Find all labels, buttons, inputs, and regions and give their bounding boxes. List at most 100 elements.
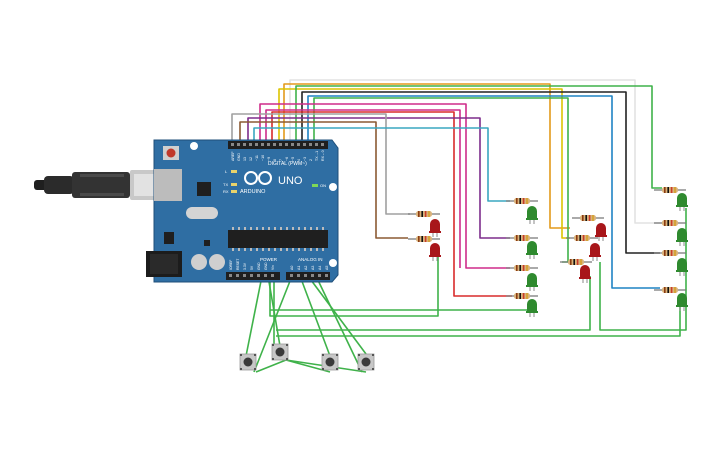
analog-pin-5[interactable] (325, 274, 328, 277)
resistor[interactable] (654, 287, 686, 293)
red-led-icon[interactable] (579, 265, 591, 283)
digital-pin-15[interactable] (321, 143, 324, 146)
digital-pin-label: 4 (297, 159, 301, 161)
pushbutton-icon[interactable] (321, 353, 339, 371)
wire-teal-top[interactable] (307, 95, 660, 289)
wire-black[interactable] (301, 91, 660, 254)
digital-pin-1[interactable] (237, 143, 240, 146)
resistor[interactable] (408, 211, 440, 217)
digital-pin-6[interactable] (267, 143, 270, 146)
wire-green-gnd-5[interactable] (599, 208, 687, 331)
green-led-icon[interactable] (676, 293, 688, 311)
analog-pin-0[interactable] (290, 274, 293, 277)
wire-btn-6[interactable] (315, 275, 363, 373)
power-pin-4[interactable] (257, 274, 260, 277)
power-pin-5[interactable] (264, 274, 267, 277)
green-led-icon[interactable] (526, 299, 538, 317)
digital-pin-9[interactable] (285, 143, 288, 146)
digital-pin-14[interactable] (315, 143, 318, 146)
analog-pin-4[interactable] (318, 274, 321, 277)
red-led-icon[interactable] (589, 243, 601, 261)
analog-pin-label: A5 (325, 266, 329, 270)
digital-pin-2[interactable] (243, 143, 246, 146)
mount-hole (329, 259, 337, 267)
pushbutton-icon[interactable] (271, 343, 289, 361)
green-led-icon[interactable] (526, 206, 538, 224)
wire-brown[interactable] (239, 121, 408, 239)
wire-btn-1[interactable] (245, 275, 263, 357)
mount-hole (329, 183, 337, 191)
green-led-icon[interactable] (676, 228, 688, 246)
digital-pin-label: RX←0 (321, 150, 325, 161)
wire-green-top[interactable] (295, 85, 662, 189)
digital-pin-label: ~5 (291, 157, 295, 161)
digital-pin-4[interactable] (255, 143, 258, 146)
resistor[interactable] (506, 265, 538, 271)
wire-btn-5[interactable] (307, 275, 367, 355)
resistor[interactable] (572, 215, 604, 221)
usb-port (154, 169, 182, 201)
red-led-icon[interactable] (429, 243, 441, 261)
wire-green-gnd-4[interactable] (276, 306, 681, 337)
wire-magenta-1[interactable] (259, 103, 510, 269)
digital-pin-5[interactable] (261, 143, 264, 146)
digital-header (228, 141, 328, 149)
power-pin-label: Vin (271, 265, 275, 270)
green-led-icon[interactable] (526, 241, 538, 259)
wire-green-gnd-3[interactable] (276, 276, 591, 331)
pushbutton-icon[interactable] (357, 353, 375, 371)
resistor[interactable] (506, 198, 538, 204)
wire-white[interactable] (289, 79, 672, 224)
resistor[interactable] (654, 250, 686, 256)
wire-yellow[interactable] (278, 88, 570, 239)
digital-pin-8[interactable] (279, 143, 282, 146)
digital-pin-7[interactable] (273, 143, 276, 146)
green-led-icon[interactable] (676, 258, 688, 276)
resistor[interactable] (506, 293, 538, 299)
wire-teal[interactable] (253, 127, 510, 202)
wire-green-gnd-1[interactable] (269, 256, 439, 317)
power-pin-0[interactable] (229, 274, 232, 277)
wire-btn-3[interactable] (253, 275, 293, 373)
wire-gray[interactable] (231, 113, 410, 215)
analog-pin-2[interactable] (304, 274, 307, 277)
power-pin-2[interactable] (243, 274, 246, 277)
digital-pin-11[interactable] (297, 143, 300, 146)
capacitor (209, 254, 225, 270)
wire-purple[interactable] (247, 117, 510, 239)
red-led-icon[interactable] (595, 223, 607, 241)
red-led-icon[interactable] (429, 219, 441, 237)
power-pin-label: GND (264, 262, 268, 270)
resistor[interactable] (408, 236, 440, 242)
pushbutton-icon[interactable] (239, 353, 257, 371)
resistor[interactable] (506, 235, 538, 241)
digital-pin-3[interactable] (249, 143, 252, 146)
resistor[interactable] (654, 187, 686, 193)
green-led-icon[interactable] (676, 193, 688, 211)
wire-green-gnd-2[interactable] (270, 302, 531, 311)
mount-hole (190, 142, 198, 150)
power-pin-1[interactable] (236, 274, 239, 277)
digital-pin-0[interactable] (231, 143, 234, 146)
resistor[interactable] (560, 259, 592, 265)
wire-btn-4[interactable] (299, 275, 331, 357)
digital-pin-13[interactable] (309, 143, 312, 146)
resistor[interactable] (566, 235, 598, 241)
digital-pin-10[interactable] (291, 143, 294, 146)
crystal-oscillator (186, 207, 218, 219)
power-pin-6[interactable] (271, 274, 274, 277)
analog-pin-label: A1 (297, 266, 301, 270)
digital-pin-12[interactable] (303, 143, 306, 146)
digital-pin-label: 12 (249, 157, 253, 161)
arduino-logo-icon (244, 171, 272, 185)
analog-pin-1[interactable] (297, 274, 300, 277)
power-pin-3[interactable] (250, 274, 253, 277)
wire-magenta-2[interactable] (265, 109, 461, 268)
usb-cable-icon[interactable] (34, 170, 182, 200)
resistor[interactable] (654, 220, 686, 226)
green-led-icon[interactable] (526, 273, 538, 291)
analog-pin-3[interactable] (311, 274, 314, 277)
